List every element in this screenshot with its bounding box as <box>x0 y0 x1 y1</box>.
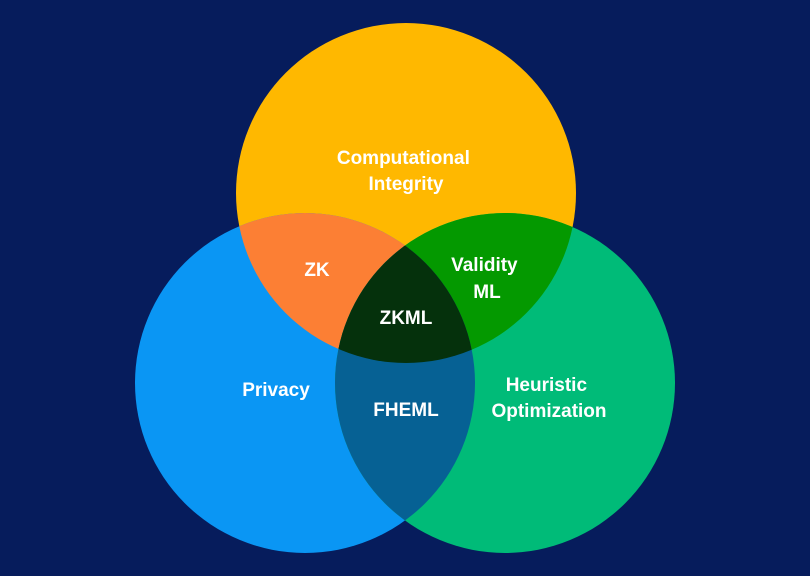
fheml-label: FHEML <box>373 400 439 421</box>
heuristic-optimization-label: Heuristic Optimization <box>491 375 606 422</box>
zkml-overlap <box>335 213 475 363</box>
zk-label: ZK <box>304 260 330 281</box>
zkml-label: ZKML <box>380 308 433 329</box>
computational-integrity-label: Computational Integrity <box>337 148 475 195</box>
validity-ml-label: Validity ML <box>451 255 523 303</box>
privacy-label: Privacy <box>242 380 310 401</box>
